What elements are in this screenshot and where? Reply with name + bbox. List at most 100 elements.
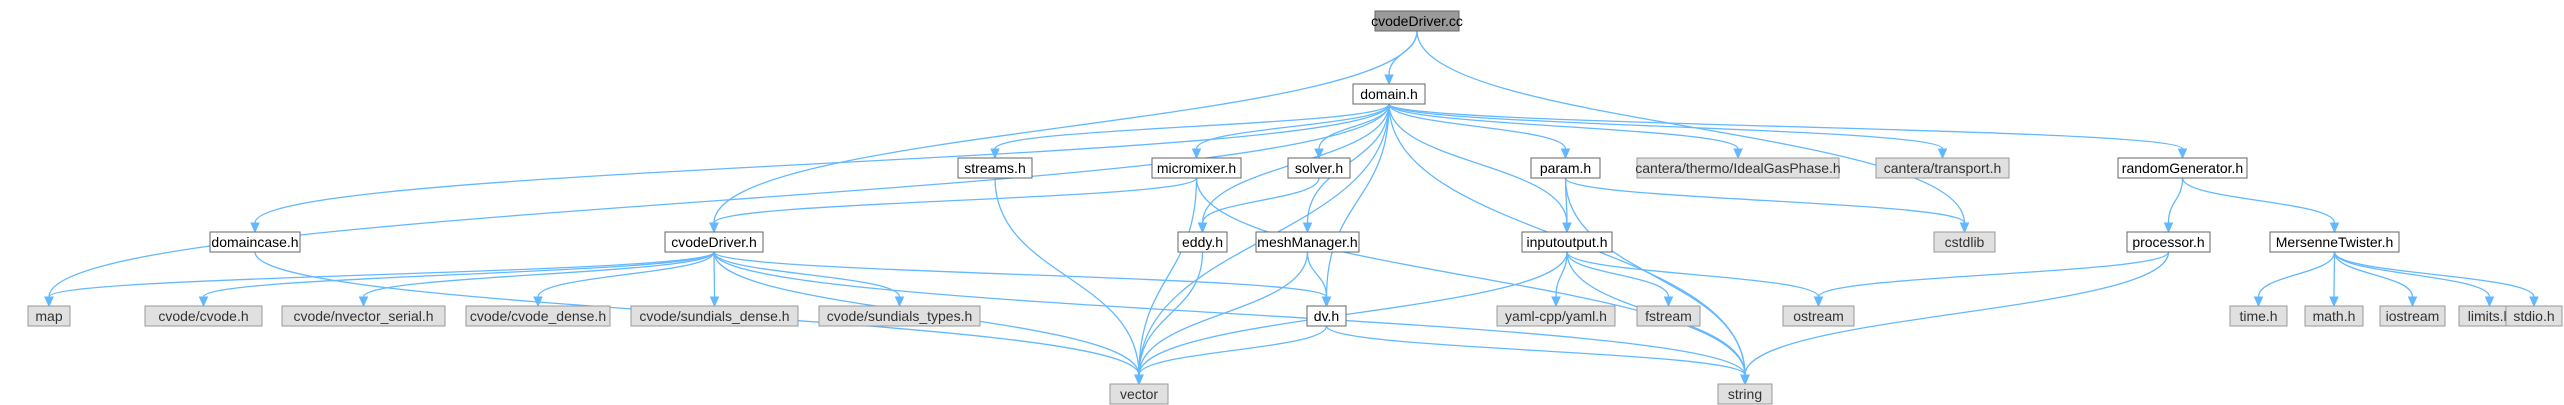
node-map: map: [27, 305, 71, 327]
edge-line: [1388, 103, 1567, 150]
arrowhead: [1191, 148, 1202, 160]
edge-line: [1306, 251, 1328, 298]
node-label: domaincase.h: [211, 234, 298, 250]
node-box: [2304, 305, 2364, 327]
arrowhead: [1551, 296, 1561, 308]
node-label: cvode/nvector_serial.h: [293, 308, 433, 324]
dependency-edge-cvodeDriver_h-to-cvode_dense: [533, 251, 715, 308]
dependency-edge-domain_h-to-cantera_ideal: [1388, 103, 1743, 160]
edge-line: [254, 103, 1390, 224]
node-yaml: yaml-cpp/yaml.h: [1496, 305, 1616, 327]
edge-line: [2333, 251, 2414, 298]
node-processor-h[interactable]: processor.h: [2126, 231, 2211, 253]
edge-line: [994, 103, 1390, 150]
edge-line: [713, 251, 1328, 298]
edge-line: [1388, 103, 1944, 150]
node-eddy-h[interactable]: eddy.h: [1177, 231, 1228, 253]
dependency-edge-cvodeDriver_h-to-map: [44, 251, 715, 308]
node-label: param.h: [1540, 160, 1591, 176]
node-label: vector: [1120, 386, 1158, 402]
edge-line: [48, 103, 1390, 298]
arrowhead: [198, 296, 209, 308]
node-domaincase-h[interactable]: domaincase.h: [209, 231, 301, 253]
node-inputoutput-h[interactable]: inputoutput.h: [1521, 231, 1613, 253]
dependency-edge-MersenneTwister_h-to-iostream: [2333, 251, 2418, 308]
dependency-edge-domain_h-to-streams_h: [990, 103, 1390, 160]
node-domain-h[interactable]: domain.h: [1352, 83, 1426, 105]
edge-line: [1566, 251, 1820, 298]
node-string: string: [1717, 383, 1773, 405]
node-micromixer-h[interactable]: micromixer.h: [1151, 157, 1242, 179]
node-dv-h[interactable]: dv.h: [1306, 305, 1347, 327]
edge-line: [1564, 177, 1966, 224]
edge-line: [1195, 103, 1390, 150]
dependency-edge-domain_h-to-randomGenerator_h: [1388, 103, 2188, 160]
arrowhead: [1813, 296, 1824, 308]
node-box: [1109, 383, 1169, 405]
dependency-edge-domain_h-to-micromixer_h: [1191, 103, 1390, 160]
arrowhead: [2163, 222, 2174, 234]
edge-line: [1138, 251, 1568, 376]
arrowhead: [1959, 222, 1970, 234]
node-box: [664, 231, 764, 253]
edge-line: [1388, 103, 1739, 150]
arrowhead: [2253, 296, 2264, 308]
arrowhead: [1733, 148, 1743, 160]
node-label: solver.h: [1295, 160, 1343, 176]
edge-line: [2167, 177, 2184, 224]
dependency-edge-processor_h-to-ostream: [1813, 251, 2170, 308]
node-meshManager-h[interactable]: meshManager.h: [1255, 231, 1360, 253]
node-MersenneTwister-h[interactable]: MersenneTwister.h: [2269, 231, 2400, 253]
edge-line: [2333, 251, 2336, 298]
node-box: [818, 305, 981, 327]
node-box: [27, 305, 71, 327]
node-cvodeDriver-cc[interactable]: cvodeDriver.cc: [1371, 10, 1463, 32]
arrowhead: [1384, 74, 1394, 86]
node-layer: cvodeDriver.cc domain.h streams.h micromixe…: [27, 10, 2563, 405]
arrowhead: [1562, 222, 1572, 234]
node-cvodeDriver-h[interactable]: cvodeDriver.h: [664, 231, 764, 253]
node-box: [1151, 157, 1242, 179]
node-cvode-cvode: cvode/cvode.h: [144, 305, 263, 327]
arrowhead: [894, 296, 905, 308]
arrowhead: [250, 222, 260, 234]
node-box: [1374, 10, 1460, 32]
arrowhead: [990, 148, 1000, 160]
node-label: ostream: [1793, 308, 1844, 324]
node-cvode-sund-types: cvode/sundials_types.h: [818, 305, 981, 327]
node-box: [1782, 305, 1855, 327]
node-box: [1521, 231, 1613, 253]
arrowhead: [1197, 222, 1208, 234]
node-box: [1255, 231, 1360, 253]
node-stdio-h: stdio.h: [2505, 305, 2563, 327]
edge-line: [1138, 251, 1204, 376]
node-box: [1496, 305, 1616, 327]
dependency-edge-param_h-to-inputoutput_h: [1562, 177, 1572, 234]
dependency-edge-dv_h-to-string: [1325, 325, 1750, 386]
arrowhead: [358, 296, 369, 308]
node-label: cvodeDriver.h: [671, 234, 757, 250]
dependency-edge-cvodeDriver_h-to-cvode_nvector: [358, 251, 715, 308]
dependency-edge-cvodeDriver_h-to-dv_h: [713, 251, 1332, 308]
dependency-edge-dv_h-to-vector: [1134, 325, 1328, 386]
arrowhead: [1740, 374, 1750, 386]
node-solver-h[interactable]: solver.h: [1287, 157, 1351, 179]
node-cantera-ideal: cantera/thermo/IdealGasPhase.h: [1635, 157, 1841, 179]
node-label: cvode/cvode.h: [158, 308, 248, 324]
node-randomGenerator-h[interactable]: randomGenerator.h: [2117, 157, 2248, 179]
edge-line: [1195, 177, 1746, 376]
edge-line: [1325, 325, 1746, 376]
node-box: [630, 305, 799, 327]
dependency-edge-meshManager_h-to-vector: [1134, 251, 1309, 386]
arrowhead: [1314, 148, 1324, 160]
node-streams-h[interactable]: streams.h: [957, 157, 1033, 179]
edge-line: [2257, 251, 2336, 298]
node-label: math.h: [2313, 308, 2356, 324]
node-box: [1306, 305, 1347, 327]
node-param-h[interactable]: param.h: [1530, 157, 1601, 179]
node-label: iostream: [2386, 308, 2440, 324]
dependency-edge-domain_h-to-map: [44, 103, 1390, 308]
dependency-edge-cvodeDriver_h-to-cvode_sund_dense: [709, 251, 720, 308]
edge-line: [1388, 103, 1568, 224]
node-box: [2505, 305, 2563, 327]
